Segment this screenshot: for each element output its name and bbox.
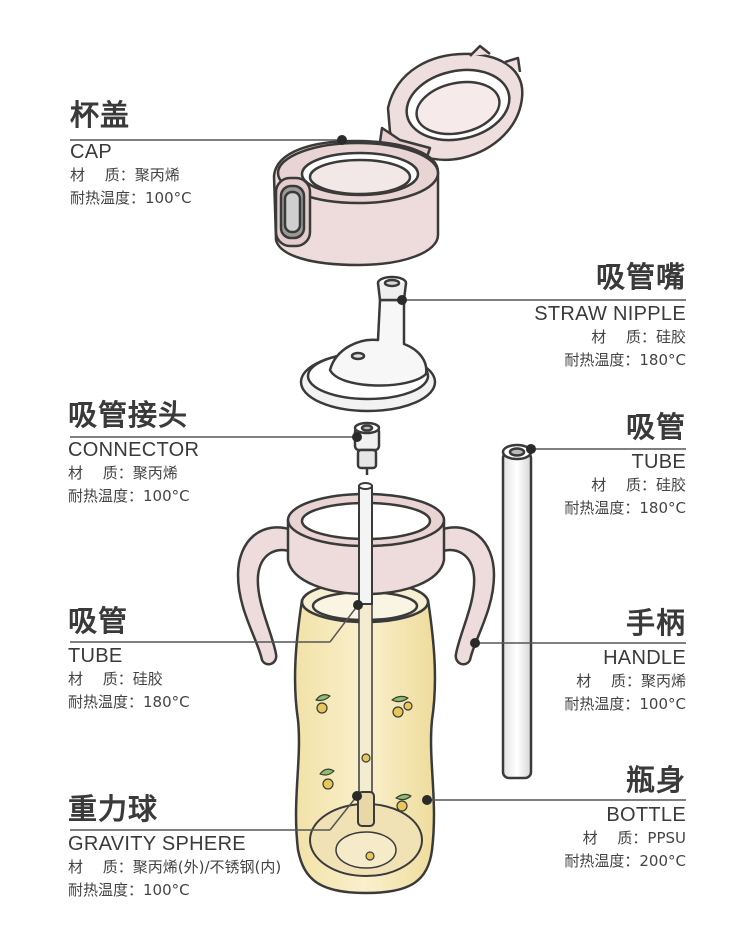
bottle-en: BOTTLE [606,804,686,826]
cap-zh: 杯盖 [70,98,131,132]
tube-left-en: TUBE [68,645,123,667]
tube-left-heat: 耐热温度：180°C [68,693,190,711]
sphere-material: 材 质：聚丙烯(外)/不锈钢(内) [68,858,282,876]
nipple-en: STRAW NIPPLE [534,303,686,325]
tube-right-dot [526,444,536,454]
handle-material: 材 质：聚丙烯 [576,672,686,690]
cap-dot [337,135,347,145]
bottle-label: 瓶身 BOTTLE 材 质：PPSU 耐热温度：200°C [486,763,686,873]
sphere-heat: 耐热温度：100°C [68,881,190,899]
straw-nipple-part [299,275,437,413]
cap-material: 材 质：聚丙烯 [70,166,180,184]
handle-dot [470,638,480,648]
connector-zh: 吸管接头 [68,398,189,432]
nipple-dot [397,295,407,305]
handle-zh: 手柄 [625,606,686,640]
inner-straw [358,482,373,605]
tube-right-label: 吸管 TUBE 材 质：硅胶 耐热温度：180°C [486,410,686,520]
leader-lines [70,139,686,831]
bottle-heat: 耐热温度：200°C [564,852,686,870]
bottle-zh: 瓶身 [625,763,686,797]
cap-part [272,44,524,267]
sphere-en: GRAVITY SPHERE [68,833,246,855]
tube-left-label: 吸管 TUBE 材 质：硅胶 耐热温度：180°C [68,604,328,714]
nipple-material: 材 质：硅胶 [591,328,686,346]
sphere-zh: 重力球 [68,792,159,826]
handle-en: HANDLE [603,647,686,669]
nipple-heat: 耐热温度：180°C [564,351,686,369]
connector-heat: 耐热温度：100°C [68,487,190,505]
cap-en: CAP [70,141,113,163]
sphere-label: 重力球 GRAVITY SPHERE 材 质：聚丙烯(外)/不锈钢(内) 耐热温… [68,792,368,902]
tube-left-dot [353,600,363,610]
bottle-material: 材 质：PPSU [582,829,686,847]
leader-dots [337,135,536,805]
nipple-zh: 吸管嘴 [595,260,686,294]
connector-material: 材 质：聚丙烯 [68,464,178,482]
connector-en: CONNECTOR [68,439,200,461]
tube-left-material: 材 质：硅胶 [68,670,163,688]
sphere-dot [352,791,362,801]
connector-part [353,421,381,475]
tube-right-heat: 耐热温度：180°C [564,499,686,517]
tube-right-zh: 吸管 [625,410,686,444]
nipple-label: 吸管嘴 STRAW NIPPLE 材 质：硅胶 耐热温度：180°C [436,260,686,372]
connector-dot [352,432,362,442]
tube-right-en: TUBE [631,451,686,473]
bottle-dot [422,795,432,805]
bottle-part [293,580,437,895]
tube-right-part [501,443,533,780]
connector-label: 吸管接头 CONNECTOR 材 质：聚丙烯 耐热温度：100°C [68,398,368,508]
tube-left-zh: 吸管 [68,604,129,638]
cap-heat: 耐热温度：100°C [70,189,192,207]
handle-heat: 耐热温度：100°C [564,695,686,713]
cap-label: 杯盖 CAP 材 质：聚丙烯 耐热温度：100°C [70,98,370,210]
tube-right-material: 材 质：硅胶 [591,476,686,494]
handle-label: 手柄 HANDLE 材 质：聚丙烯 耐热温度：100°C [486,606,686,716]
